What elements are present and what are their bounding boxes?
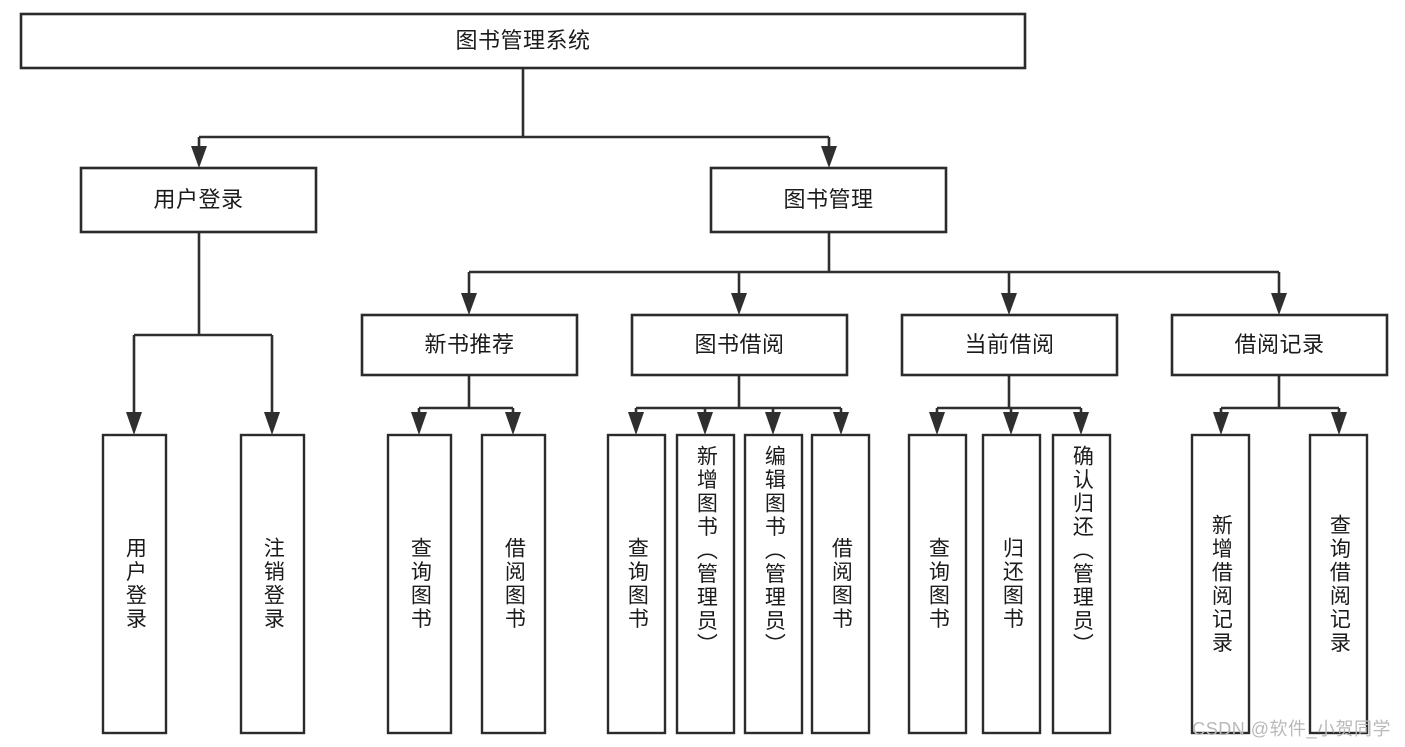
node-box-leaf-query-book-current[interactable] [907, 433, 968, 735]
arrow-head-icon [191, 146, 207, 168]
node-box-leaf-add-record[interactable] [1190, 433, 1251, 735]
arrow-head-icon [126, 412, 142, 435]
node-box-leaf-confirm-return[interactable] [1051, 433, 1112, 735]
node-box-book-borrow[interactable] [630, 313, 849, 377]
arrow-head-icon [1073, 412, 1089, 435]
arrow-head-icon [461, 293, 477, 315]
arrow-head-icon [697, 412, 713, 435]
arrow-head-icon [505, 412, 521, 435]
arrow-head-icon [1213, 412, 1229, 435]
node-box-root[interactable] [19, 12, 1027, 70]
node-box-leaf-query-book-borrow[interactable] [606, 433, 667, 735]
node-box-leaf-borrow-book-rec[interactable] [480, 433, 547, 735]
csdn-watermark: CSDN @软件_小贺同学 [1192, 719, 1391, 739]
node-box-book-manage[interactable] [709, 166, 948, 234]
node-box-leaf-user-login[interactable] [101, 433, 168, 735]
node-box-leaf-borrow-book[interactable] [810, 433, 871, 735]
arrow-head-icon [765, 412, 781, 435]
arrow-head-icon [929, 412, 945, 435]
arrow-head-icon [731, 293, 747, 315]
node-box-user-login[interactable] [79, 166, 318, 234]
arrow-head-icon [1003, 412, 1019, 435]
node-box-leaf-edit-book[interactable] [743, 433, 804, 735]
arrow-head-icon [1331, 412, 1347, 435]
arrow-head-icon [264, 412, 280, 435]
node-box-leaf-logout[interactable] [239, 433, 306, 735]
node-box-leaf-query-record[interactable] [1308, 433, 1369, 735]
arrow-head-icon [833, 412, 849, 435]
node-box-new-book-recommend[interactable] [360, 313, 579, 377]
node-box-leaf-return-book[interactable] [981, 433, 1042, 735]
node-box-leaf-add-book[interactable] [675, 433, 736, 735]
arrow-head-icon [411, 412, 427, 435]
node-box-current-borrow[interactable] [900, 313, 1119, 377]
arrow-head-icon [1001, 293, 1017, 315]
node-box-borrow-record[interactable] [1170, 313, 1389, 377]
arrow-head-icon [628, 412, 644, 435]
arrow-head-icon [821, 146, 837, 168]
node-box-leaf-query-book-rec[interactable] [386, 433, 453, 735]
arrow-head-icon [1271, 293, 1287, 315]
